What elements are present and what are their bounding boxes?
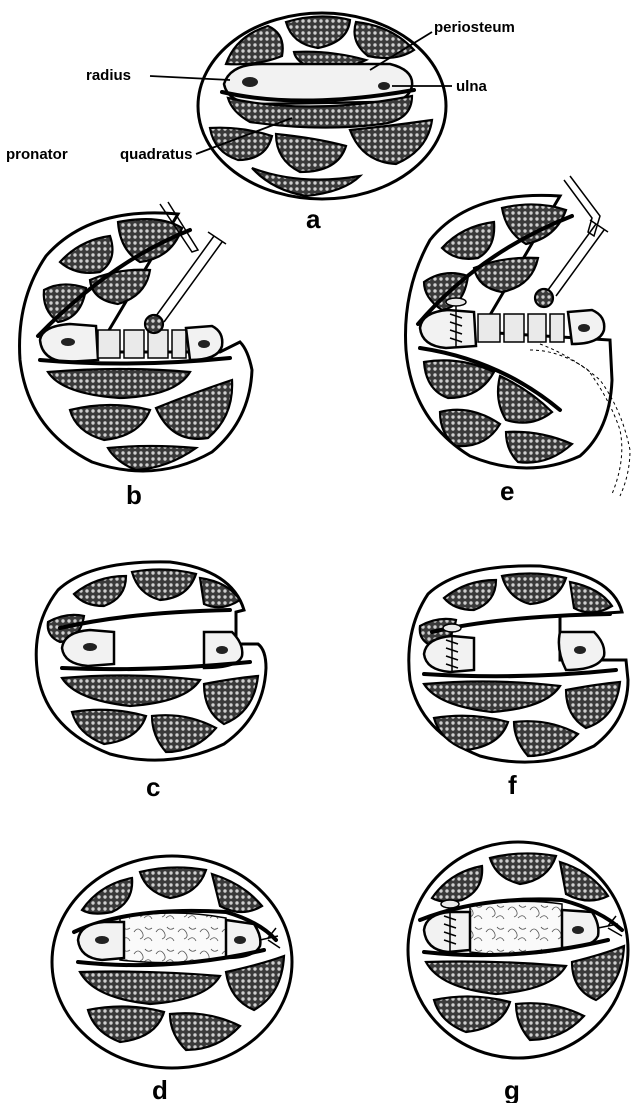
bone-graft bbox=[470, 901, 562, 954]
radius-label: radius bbox=[86, 67, 131, 84]
panel-label-f: f bbox=[508, 770, 517, 800]
panel-label-a: a bbox=[306, 204, 321, 234]
panel-label-b: b bbox=[126, 480, 142, 510]
radius-marrow bbox=[61, 338, 75, 346]
panel-d: d bbox=[52, 856, 292, 1103]
bone-segment bbox=[528, 314, 546, 342]
radius-marrow bbox=[83, 643, 97, 651]
panel-f: f bbox=[409, 566, 628, 800]
ulna-marrow bbox=[578, 324, 590, 332]
bone-segment bbox=[148, 330, 168, 358]
panel-e: e bbox=[406, 176, 631, 506]
bone-segment bbox=[478, 314, 500, 342]
bone-segment bbox=[172, 330, 186, 358]
bone-segment bbox=[504, 314, 524, 342]
panel-g: g bbox=[408, 842, 628, 1103]
panel-label-c: c bbox=[146, 772, 160, 802]
ulna-marrow bbox=[216, 646, 228, 654]
ulna-label: ulna bbox=[456, 78, 487, 95]
ulna-marrow bbox=[198, 340, 210, 348]
radius-bone bbox=[424, 912, 470, 952]
ulna-marrow bbox=[574, 646, 586, 654]
radius-marrow bbox=[242, 77, 258, 87]
panel-label-e: e bbox=[500, 476, 514, 506]
panel-c: c bbox=[36, 562, 266, 802]
periosteum-label: periosteum bbox=[434, 19, 515, 36]
bone-segment bbox=[550, 314, 564, 342]
ulna-marrow bbox=[378, 82, 390, 90]
bone-segment bbox=[98, 330, 120, 358]
radius-bone bbox=[420, 310, 476, 348]
ulna-marrow bbox=[234, 936, 246, 944]
panel-label-d: d bbox=[152, 1075, 168, 1103]
panel-a: radius ulna periosteum pronator quadratu… bbox=[6, 13, 515, 234]
radius-marrow bbox=[95, 936, 109, 944]
muscle-bundle bbox=[200, 578, 240, 607]
pronator-label: pronator bbox=[6, 146, 68, 163]
bone-graft bbox=[120, 913, 226, 963]
panel-b: b bbox=[20, 202, 252, 510]
bone-segment bbox=[124, 330, 144, 358]
panel-label-g: g bbox=[504, 1075, 520, 1103]
ulna-marrow bbox=[572, 926, 584, 934]
quadratus-label: quadratus bbox=[120, 146, 193, 163]
